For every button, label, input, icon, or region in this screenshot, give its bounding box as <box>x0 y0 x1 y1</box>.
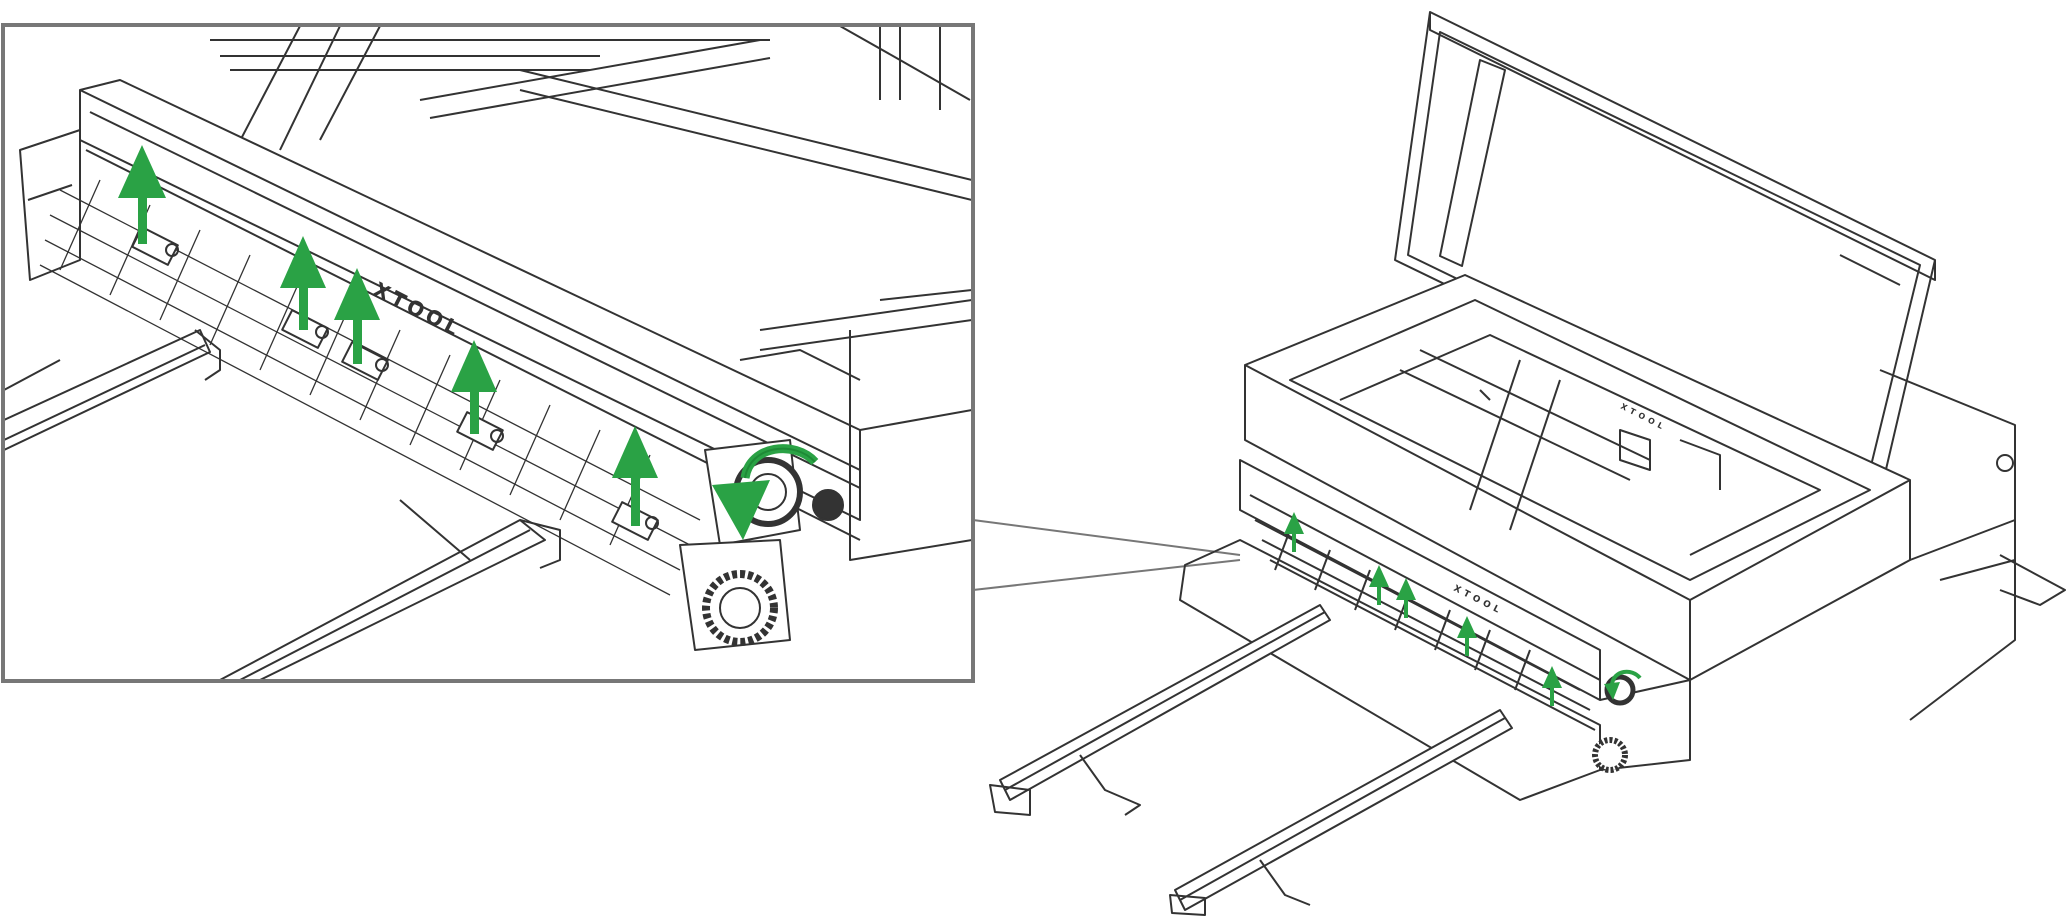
upward-arrow-icon <box>1369 565 1389 605</box>
inset-lift-arrows <box>118 145 658 526</box>
upward-arrow-icon <box>1396 578 1416 618</box>
rotate-arrow-icon <box>1604 669 1642 700</box>
upward-arrow-icon <box>451 340 497 434</box>
upward-arrow-icon <box>280 236 326 330</box>
upward-arrow-icon <box>1457 616 1477 656</box>
inset-gantry-rails <box>200 26 972 201</box>
overview-front-beam <box>1179 459 1691 801</box>
upward-arrow-icon <box>1284 512 1304 552</box>
overview-extension-rails <box>989 604 1513 916</box>
inset-extension-rails <box>4 329 761 680</box>
upward-arrow-icon <box>1542 666 1562 706</box>
inset-frame <box>1 23 975 683</box>
upward-arrow-icon <box>334 268 380 364</box>
inset-knob-lower <box>679 539 791 651</box>
upward-arrow-icon <box>118 145 166 244</box>
overview-lift-arrows <box>1284 512 1562 706</box>
inset-housing <box>739 289 972 561</box>
overview-body <box>1244 274 2066 721</box>
rotate-arrow-icon <box>712 444 819 540</box>
callout-lines <box>972 519 1241 591</box>
detail-inset: XTOOL <box>1 23 975 683</box>
inset-brand-label: XTOOL <box>370 277 466 342</box>
overview-machine: XTOOL XTOOL <box>989 11 2066 916</box>
upward-arrow-icon <box>612 426 658 526</box>
